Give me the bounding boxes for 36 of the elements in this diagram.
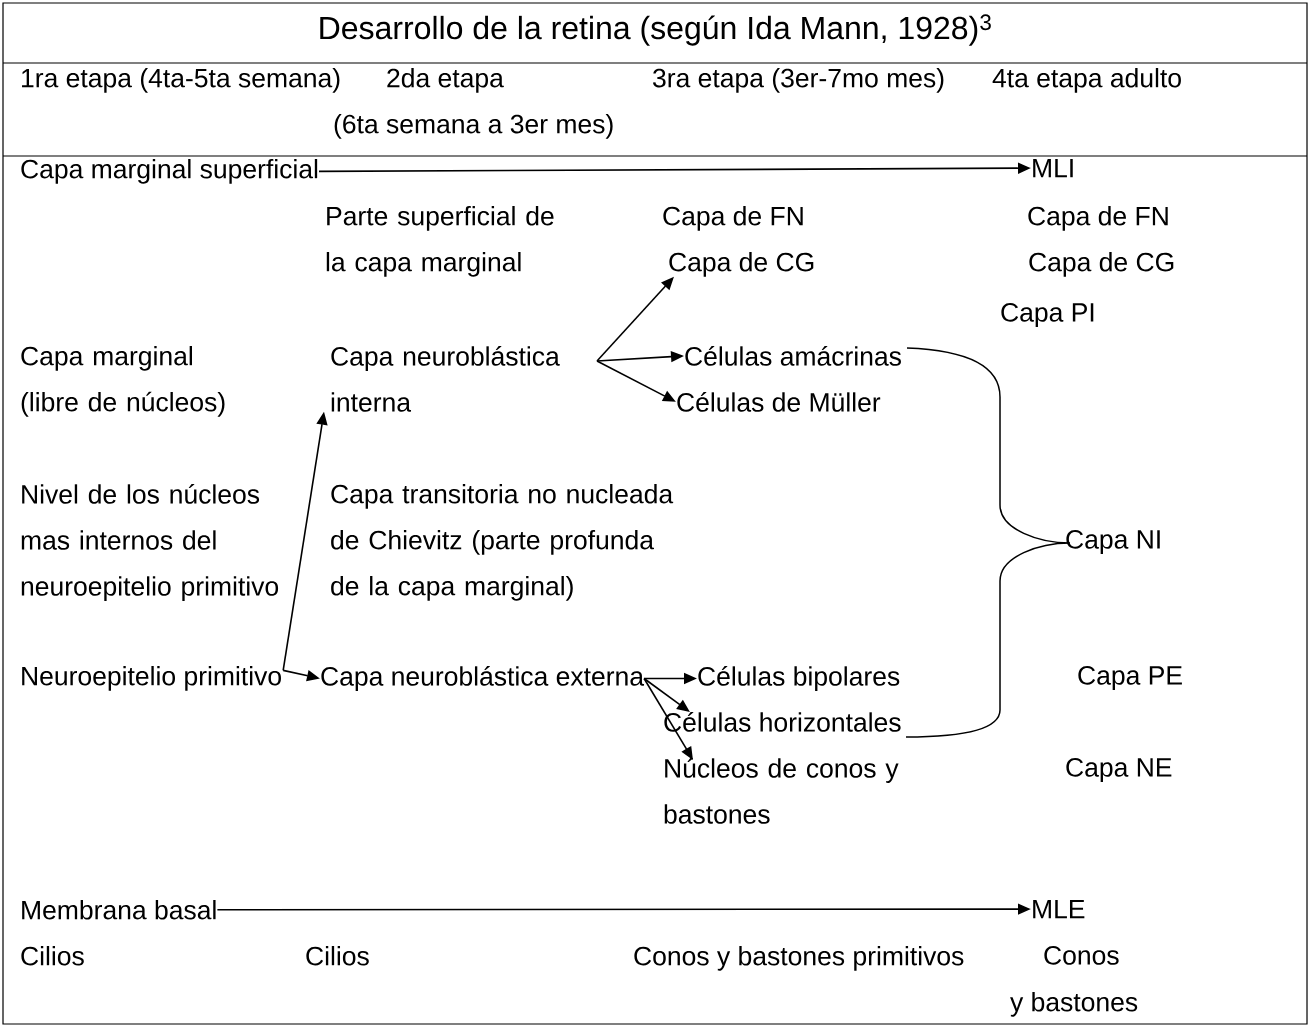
cell-text: y bastones bbox=[1010, 992, 1138, 1017]
cell-text: Capa marginal (libre de núcleos) bbox=[21, 346, 225, 417]
cell-text: Conos bbox=[1044, 946, 1119, 965]
node-text: Membrana basal bbox=[22, 900, 216, 920]
cell-text: Conos y bastones primitivos bbox=[634, 946, 964, 971]
node-text: MLE bbox=[1033, 900, 1085, 919]
cell-text: Parte superficial de la capa marginal bbox=[326, 206, 554, 277]
node-text: Capa marginal superficial bbox=[21, 159, 318, 184]
cell-text: 3ra etapa (3er-7mo mes) bbox=[653, 68, 944, 93]
cell-text: Capa de FN bbox=[663, 206, 803, 231]
table-title: Desarrollo de la retina (según Ida Mann, 1928)$^{3}$ bbox=[320, 14, 991, 46]
node-text: Células amácrinas bbox=[685, 346, 901, 366]
cell-text: Capa PI bbox=[1001, 303, 1094, 327]
cell-text: Cilios bbox=[21, 946, 84, 966]
arrow bbox=[643, 677, 693, 760]
node-text: Capa de CG bbox=[669, 252, 814, 277]
node-text: Capa neuroblástica externa bbox=[321, 666, 645, 691]
cell-text: Nivel de los núcleos mas internos del neuroepitelio primitivo bbox=[21, 484, 279, 601]
node-text: MLI bbox=[1033, 159, 1073, 178]
node-text: Neuroepitelio primitivo bbox=[22, 666, 281, 691]
node-text: Capa neuroblástica interna bbox=[331, 346, 560, 412]
node-text: Células bipolares bbox=[698, 666, 900, 691]
cell-text: Capa transitoria no nucleada de Chievitz (parte profunda de la capa marginal) bbox=[331, 484, 674, 601]
cell-text: Capa NI bbox=[1066, 530, 1160, 554]
cell-text: Cilios bbox=[306, 946, 369, 966]
cell-text: 2da etapa bbox=[387, 68, 504, 93]
cell-text: 1ra etapa (4ta-5ta semana) bbox=[22, 68, 340, 93]
cell-text: Capa NE bbox=[1066, 758, 1172, 782]
arrow bbox=[643, 677, 690, 712]
cell-text: Capa PE bbox=[1078, 666, 1182, 690]
node-text: Células de Müller bbox=[677, 392, 881, 412]
cell-text: 4ta etapa adulto bbox=[992, 68, 1181, 93]
cell-text: Capa de FN bbox=[1028, 206, 1168, 231]
cell-text: Capa de CG bbox=[1029, 252, 1174, 277]
node-text: Núcleos de conos y bastones bbox=[664, 758, 899, 824]
cell-text: (6ta semana a 3er mes) bbox=[334, 114, 613, 139]
